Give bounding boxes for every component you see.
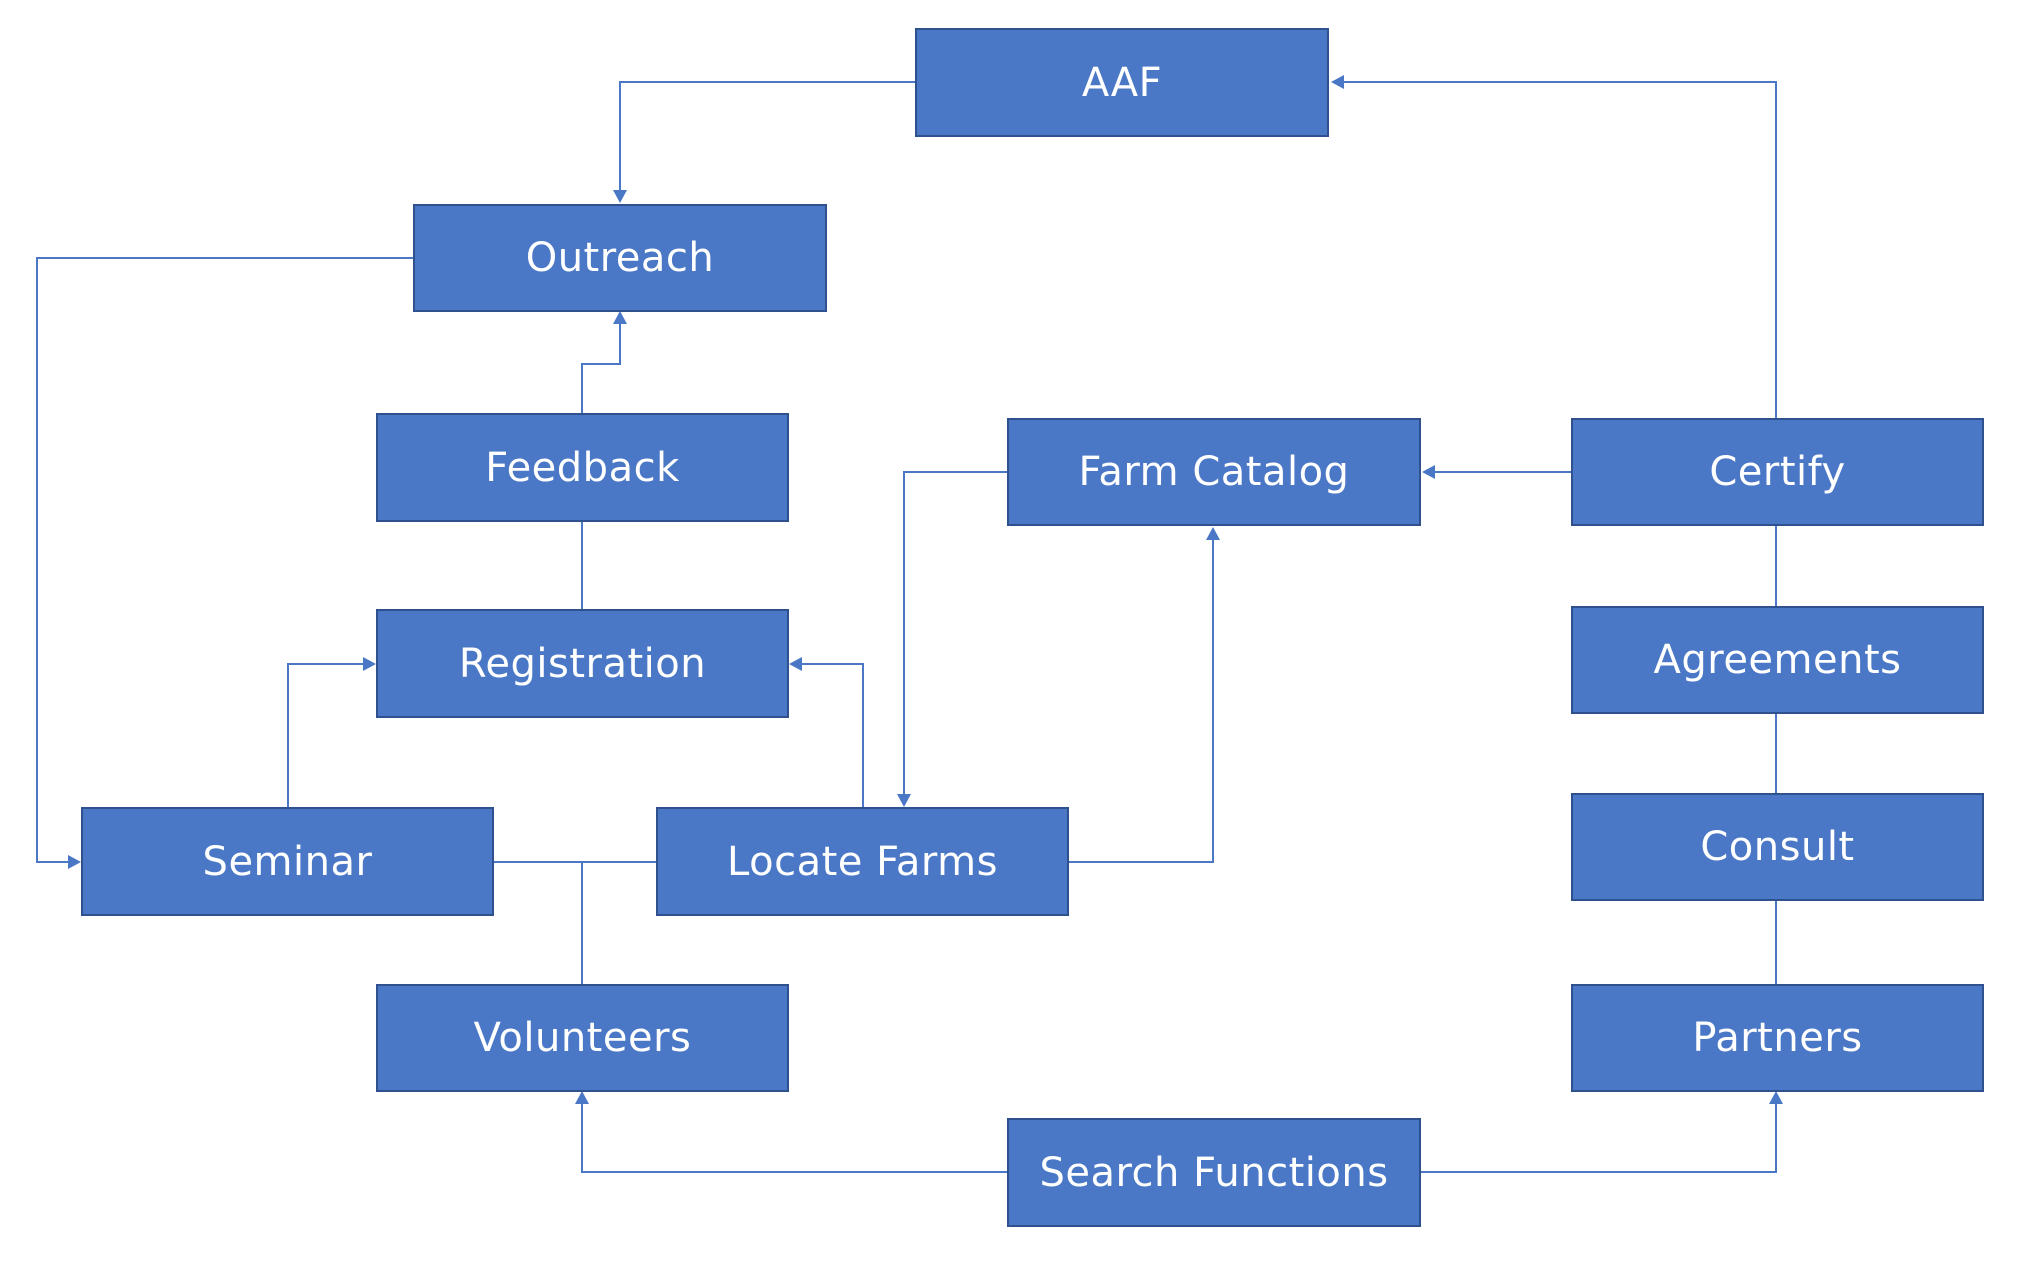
- node-agreements[interactable]: Agreements: [1571, 606, 1984, 714]
- node-locate-farms[interactable]: Locate Farms: [656, 807, 1069, 916]
- arrowhead-partners-bottom: [1769, 1091, 1783, 1104]
- node-seminar[interactable]: Seminar: [81, 807, 494, 916]
- connector-locatefarms-farmcatalog: [1068, 539, 1214, 863]
- node-consult[interactable]: Consult: [1571, 793, 1984, 901]
- connector-farmcatalog-locatefarms: [903, 471, 1007, 795]
- node-search-functions[interactable]: Search Functions: [1007, 1118, 1421, 1227]
- node-registration[interactable]: Registration: [376, 609, 789, 718]
- arrowhead-farmcatalog-right: [1422, 465, 1435, 479]
- node-feedback[interactable]: Feedback: [376, 413, 789, 522]
- arrowhead-volunteers-bottom: [575, 1091, 589, 1104]
- arrowhead-farmcatalog-bottom: [1206, 527, 1220, 540]
- connector-feedback-outreach: [581, 322, 621, 413]
- connector-search-partners: [1418, 1103, 1777, 1173]
- arrowhead-outreach-top: [613, 190, 627, 203]
- arrowhead-registration-left: [363, 657, 376, 671]
- node-certify[interactable]: Certify: [1571, 418, 1984, 526]
- connector-search-volunteers: [581, 1103, 1007, 1173]
- arrowhead-aaf-right: [1331, 75, 1344, 89]
- connector-locatefarms-registration: [800, 663, 864, 807]
- arrowhead-seminar-left: [68, 855, 81, 869]
- connector-seminar-registration: [287, 663, 365, 807]
- node-aaf[interactable]: AAF: [915, 28, 1329, 137]
- arrowhead-locatefarms-top: [897, 794, 911, 807]
- node-farm-catalog[interactable]: Farm Catalog: [1007, 418, 1421, 526]
- connector-outreach-seminar: [36, 257, 413, 863]
- connector-certify-aaf: [1342, 81, 1777, 418]
- node-volunteers[interactable]: Volunteers: [376, 984, 789, 1092]
- arrowhead-registration-right: [789, 657, 802, 671]
- node-outreach[interactable]: Outreach: [413, 204, 827, 312]
- arrowhead-outreach-bottom: [613, 311, 627, 324]
- node-partners[interactable]: Partners: [1571, 984, 1984, 1092]
- connector-aaf-outreach: [619, 81, 915, 191]
